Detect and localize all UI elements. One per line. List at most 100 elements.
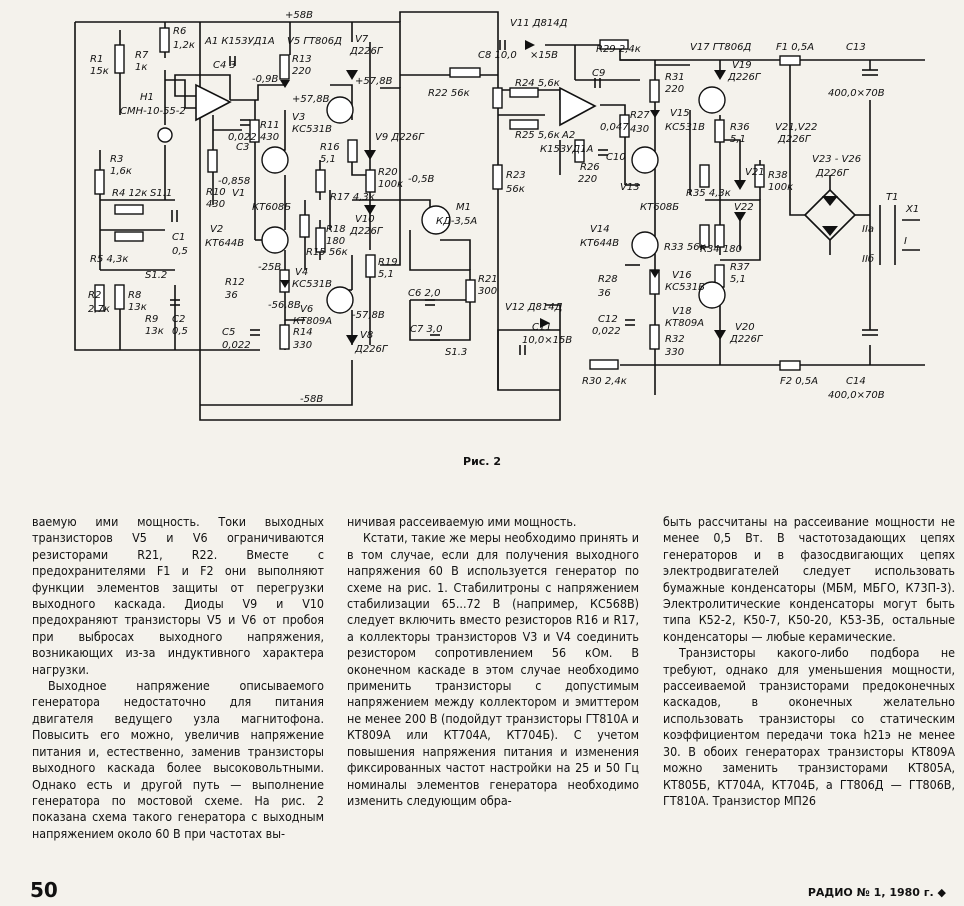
label-c6: C6 2,0: [408, 288, 440, 299]
label-r25: R25 5,6к: [515, 130, 560, 141]
label-r26-value: 220: [578, 174, 597, 185]
label-v2-value: КТ644В: [205, 238, 244, 249]
figure-caption: Рис. 2: [463, 455, 501, 468]
label-r14: R14: [293, 327, 313, 338]
label-r16-value: 5,1: [320, 154, 336, 165]
magazine-footer: РАДИО № 1, 1980 г. ◆: [807, 886, 946, 899]
paragraph: Транзисторы какого-либо подбора не требу…: [663, 645, 955, 808]
label-r8-value: 13к: [128, 302, 147, 313]
label-v2326-value: Д226Г: [815, 168, 850, 179]
label-r23: R23: [506, 170, 526, 181]
label-a1: A1 К153УД1А: [204, 36, 275, 47]
label-v9: V9 Д226Г: [375, 132, 425, 143]
label-v5: V5 ГТ806Д: [287, 36, 342, 47]
paragraph: быть рассчитаны на рассеивание мощности …: [663, 514, 955, 644]
label-v21: V21: [745, 167, 765, 178]
label-c10-value: 0,047: [600, 122, 629, 133]
label-r9: R9: [145, 314, 158, 325]
label-c1-value: 0,5: [172, 246, 188, 257]
label-m05: -0,5В: [408, 174, 435, 185]
label-v20: V20: [735, 322, 755, 333]
label-r26: R26: [580, 162, 600, 173]
text-column-3: быть рассчитаны на рассеивание мощности …: [663, 514, 955, 809]
label-c2-value: 0,5: [172, 326, 188, 337]
label-v7-value: Д226Г: [349, 46, 384, 57]
label-t1: T1: [886, 192, 898, 203]
label-r28: R28: [598, 274, 618, 285]
label-r21: R21: [478, 274, 498, 285]
label-r38-value: 100к: [768, 182, 793, 193]
label-r3: R3: [110, 154, 123, 165]
label-r3-value: 1,6к: [110, 166, 132, 177]
label-r19: R19: [378, 257, 398, 268]
label-r34: R34 180: [700, 244, 742, 255]
label-m578: -57,8В: [352, 310, 385, 321]
label-v2122-value: Д226Г: [777, 134, 812, 145]
label-v6: V6: [300, 304, 313, 315]
label-r12: R12: [225, 277, 245, 288]
label-iib: IIб: [862, 253, 874, 265]
label-v7: V7: [355, 34, 369, 45]
label-iia: IIа: [862, 224, 874, 235]
label-v14: V14: [590, 224, 610, 235]
label-r21-value: 300: [478, 286, 497, 297]
circuit-schematic: R1 15к R6 1,2к R7 1к H1 СМН-10-55-2 R3 1…: [74, 10, 925, 421]
label-v18: V18: [672, 306, 692, 317]
label-p58: +58В: [285, 10, 313, 21]
label-r13: R13: [292, 54, 312, 65]
label-f2: F2 0,5А: [780, 376, 818, 387]
label-c3-value: 0,022: [228, 132, 257, 143]
label-v1: V1: [232, 188, 245, 199]
label-v1-value: КТ608Б: [252, 202, 291, 213]
label-r2-value: 2,7к: [88, 304, 110, 315]
label-v4: V4: [295, 267, 308, 278]
label-r31: R31: [665, 72, 685, 83]
label-r28-value: 36: [598, 288, 611, 299]
label-r7-value: 1к: [135, 62, 147, 73]
label-v3: V3: [292, 112, 305, 123]
label-c1: C1: [172, 232, 185, 243]
label-v6-value: КТ809А: [293, 316, 332, 327]
label-r8: R8: [128, 290, 141, 301]
label-v11: V11 Д814Д: [510, 18, 568, 29]
label-c5-value: 0,022: [222, 340, 251, 351]
label-v8: V8: [360, 330, 373, 341]
label-r32-value: 330: [665, 347, 684, 358]
label-v15-value: КС531В: [665, 122, 705, 133]
label-c3: C3: [236, 142, 249, 153]
paragraph: Выходное напряжение описываемого генерат…: [32, 678, 324, 841]
label-r20: R20: [378, 167, 398, 178]
label-v13: V13: [620, 182, 640, 193]
paragraph: ничивая рассеиваемую ими мощность.: [347, 514, 577, 529]
label-p578a: +57,8В: [355, 76, 393, 87]
label-r36-value: 5,1: [730, 134, 746, 145]
label-r9-value: 13к: [145, 326, 164, 337]
label-v15: V15: [670, 108, 690, 119]
label-r22: R22 56к: [428, 88, 470, 99]
label-v19: V19: [732, 60, 752, 71]
label-r11: R11: [260, 120, 280, 131]
label-r11-value: 430: [260, 132, 279, 143]
label-r24: R24 5,6к: [515, 78, 560, 89]
page-number: 50: [30, 878, 58, 902]
label-r38: R38: [768, 170, 788, 181]
label-r23-value: 56к: [506, 184, 525, 195]
label-v12: V12 Д814Д: [505, 302, 563, 313]
label-v2122: V21,V22: [775, 122, 817, 133]
label-r29: R29 2,4к: [596, 44, 641, 55]
label-c9: C9: [592, 68, 605, 79]
label-v8-value: Д226Г: [354, 344, 389, 355]
label-c8-value: ×15В: [530, 50, 558, 61]
label-c13: C13: [846, 42, 866, 53]
label-r1-value: 15к: [90, 66, 109, 77]
label-v16: V16: [672, 270, 692, 281]
label-s12: S1.2: [145, 270, 167, 281]
label-c5: C5: [222, 327, 235, 338]
label-m0858: -0,858: [218, 176, 250, 187]
label-v18-value: КТ809А: [665, 318, 704, 329]
label-m58: -58В: [300, 394, 323, 405]
paragraph: Кстати, такие же меры необходимо принять…: [347, 530, 639, 808]
label-winding-i: I: [904, 236, 907, 247]
label-c11-value: 10,0×15В: [522, 335, 572, 346]
label-r30: R30 2,4к: [582, 376, 627, 387]
